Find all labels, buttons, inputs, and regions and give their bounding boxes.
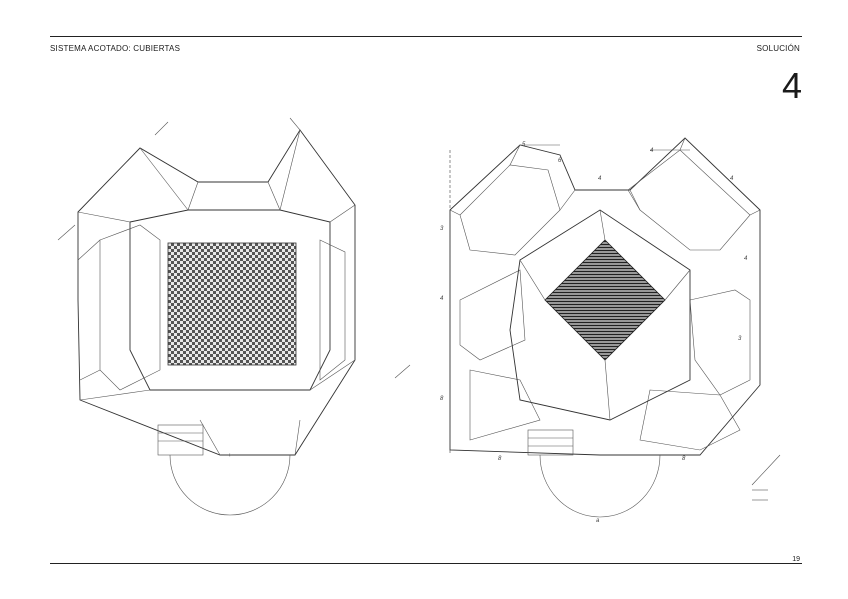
bottom-rule: [50, 563, 802, 564]
left-semicircle: [169, 454, 291, 516]
roof-plan-right: 5 6 4 4 4 4 3 3 4 8 8 8 a: [440, 137, 781, 524]
right-courtyard-fill: [544, 239, 666, 361]
right-semicircle: [539, 454, 661, 518]
svg-text:6: 6: [558, 158, 562, 164]
svg-text:3: 3: [738, 336, 742, 342]
top-rule: [50, 36, 802, 37]
left-courtyard-fill: [167, 242, 297, 366]
roof-plan-left: +: [57, 117, 411, 516]
svg-text:5: 5: [522, 142, 526, 148]
svg-text:8: 8: [682, 456, 686, 462]
svg-text:8: 8: [498, 456, 502, 462]
svg-text:8: 8: [440, 396, 444, 402]
left-outer-outline: [77, 129, 356, 456]
section-label: SOLUCIÓN: [756, 44, 800, 53]
page-number: 19: [792, 556, 800, 563]
svg-text:a: a: [596, 518, 600, 524]
svg-text:3: 3: [440, 226, 444, 232]
svg-text:4: 4: [730, 176, 734, 182]
right-central-roof: [509, 209, 691, 421]
svg-text:4: 4: [440, 296, 444, 302]
svg-text:4: 4: [650, 148, 654, 154]
svg-text:+: +: [228, 453, 232, 459]
svg-text:4: 4: [744, 256, 748, 262]
svg-text:4: 4: [598, 176, 602, 182]
page-header-title: SISTEMA ACOTADO: CUBIERTAS: [50, 44, 181, 53]
exercise-number: 4: [781, 65, 802, 106]
left-courtyard-frame: [129, 209, 331, 391]
